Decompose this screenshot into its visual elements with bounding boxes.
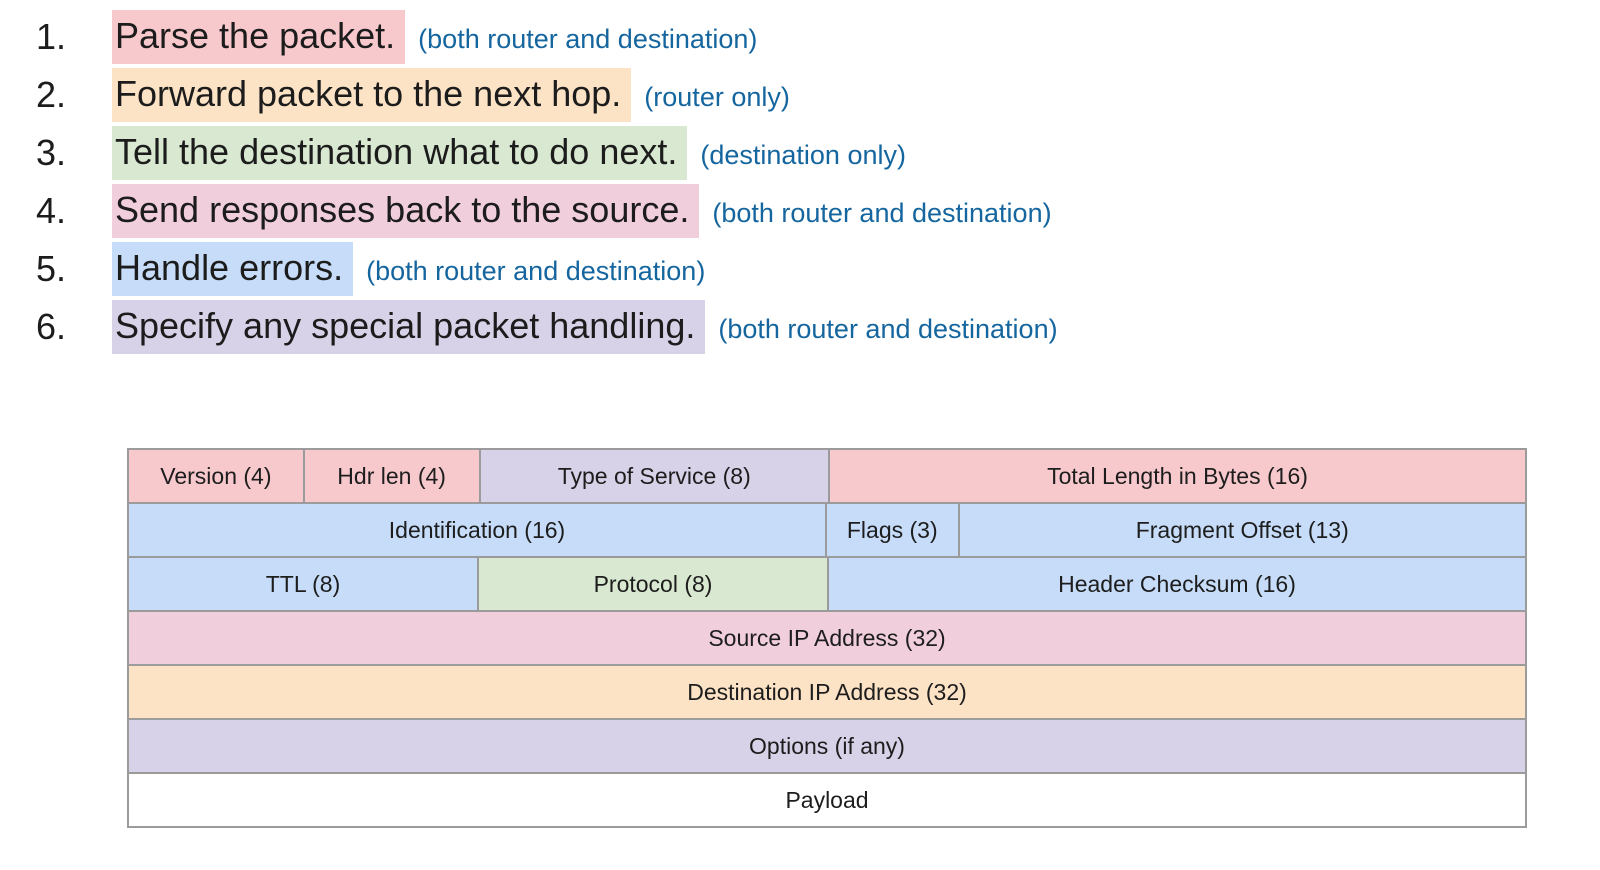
task-item: 2. Forward packet to the next hop. (router… [36, 66, 1058, 124]
task-item-number: 3. [36, 132, 67, 174]
task-item: 5. Handle errors. (both router and destina… [36, 240, 1058, 298]
task-item: 3. Tell the destination what to do next. (… [36, 124, 1058, 182]
header-row: Destination IP Address (32) [129, 666, 1525, 720]
task-item-number: 1. [36, 16, 67, 58]
task-item-number: 4. [36, 190, 67, 232]
task-item: 1. Parse the packet. (both router and dest… [36, 8, 1058, 66]
task-item-note: (both router and destination) [712, 197, 1052, 228]
task-item-text: Parse the packet. [112, 10, 406, 64]
header-field-cell: Header Checksum (16) [829, 558, 1525, 610]
task-item-number: 2. [36, 74, 67, 116]
header-field-cell: Payload [129, 774, 1525, 826]
task-item-note: (both router and destination) [366, 255, 706, 286]
task-item-text: Tell the destination what to do next. [112, 126, 688, 180]
task-item: 6. Specify any special packet handling. (b… [36, 298, 1058, 356]
task-list: 1. Parse the packet. (both router and dest… [36, 8, 1058, 356]
header-field-cell: Fragment Offset (13) [959, 504, 1525, 556]
header-row: Identification (16)Flags (3)Fragment Off… [129, 504, 1525, 558]
task-item-text: Handle errors. [112, 242, 354, 296]
task-item-text: Forward packet to the next hop. [112, 68, 632, 122]
header-row: Source IP Address (32) [129, 612, 1525, 666]
task-item-text: Specify any special packet handling. [112, 300, 706, 354]
header-field-cell: Hdr len (4) [304, 450, 481, 502]
ip-header-diagram: Version (4)Hdr len (4)Type of Service (8… [127, 448, 1527, 828]
header-field-cell: Version (4) [129, 450, 305, 502]
header-field-cell: TTL (8) [129, 558, 479, 610]
header-field-cell: Source IP Address (32) [129, 612, 1525, 664]
header-field-cell: Destination IP Address (32) [129, 666, 1525, 718]
header-field-cell: Identification (16) [129, 504, 827, 556]
header-row: Version (4)Hdr len (4)Type of Service (8… [129, 450, 1525, 504]
task-item-note: (destination only) [700, 139, 906, 170]
header-field-cell: Type of Service (8) [480, 450, 830, 502]
task-item: 4. Send responses back to the source. (bot… [36, 182, 1058, 240]
task-item-number: 6. [36, 306, 67, 348]
header-field-cell: Total Length in Bytes (16) [830, 450, 1525, 502]
task-item-note: (both router and destination) [418, 23, 758, 54]
header-row: Payload [129, 774, 1525, 826]
task-item-number: 5. [36, 248, 67, 290]
header-row: Options (if any) [129, 720, 1525, 774]
header-field-cell: Flags (3) [827, 504, 960, 556]
header-field-cell: Options (if any) [129, 720, 1525, 772]
task-item-text: Send responses back to the source. [112, 184, 700, 238]
header-field-cell: Protocol (8) [479, 558, 829, 610]
task-item-note: (both router and destination) [718, 313, 1058, 344]
task-item-note: (router only) [644, 81, 790, 112]
header-row: TTL (8)Protocol (8)Header Checksum (16) [129, 558, 1525, 612]
